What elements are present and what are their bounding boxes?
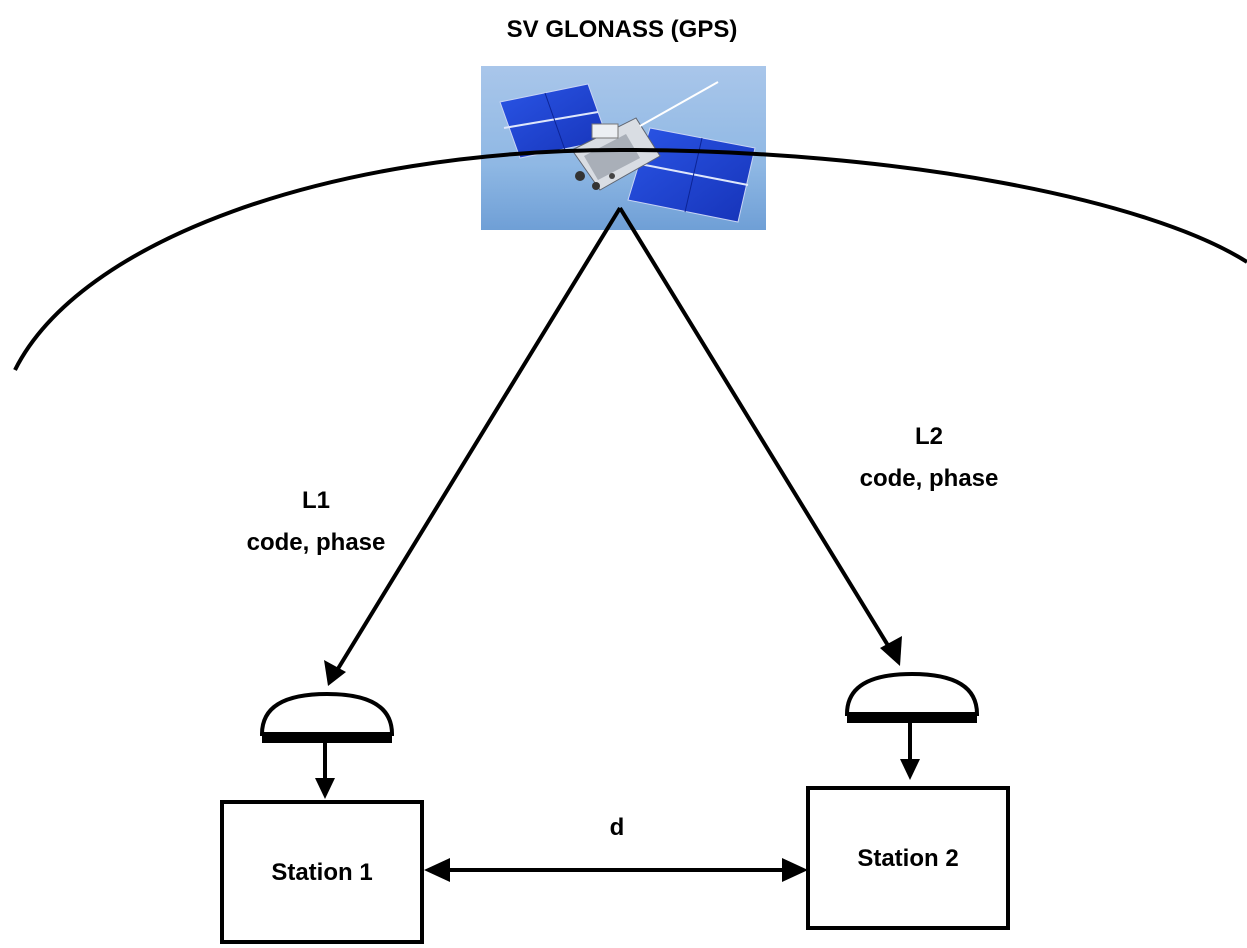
baseline-arrowhead-left <box>424 858 450 882</box>
baseline-arrowhead-right <box>782 858 808 882</box>
l2-arrowhead <box>880 636 902 666</box>
station-1-label: Station 1 <box>271 859 372 886</box>
l1-signal-line <box>334 206 622 674</box>
station-2-label: Station 2 <box>857 845 958 872</box>
antenna2-feed-arrowhead <box>900 759 920 780</box>
antenna1-feed-arrowhead <box>315 778 335 799</box>
l2-label: L2 <box>915 423 943 450</box>
l1-label: L1 <box>302 487 330 514</box>
l2-signal-line <box>618 206 894 654</box>
station-1-box <box>220 800 424 944</box>
diagram-title: SV GLONASS (GPS) <box>507 16 738 43</box>
l1-arrowhead <box>324 660 346 686</box>
l1-detail: code, phase <box>247 529 386 556</box>
satellite-icon <box>481 66 766 230</box>
station-2-box <box>806 786 1010 930</box>
baseline-label: d <box>610 814 625 841</box>
antenna-icon <box>259 691 395 743</box>
antenna-icon <box>844 671 980 723</box>
orbit-arc <box>13 147 1247 371</box>
l2-detail: code, phase <box>860 465 999 492</box>
